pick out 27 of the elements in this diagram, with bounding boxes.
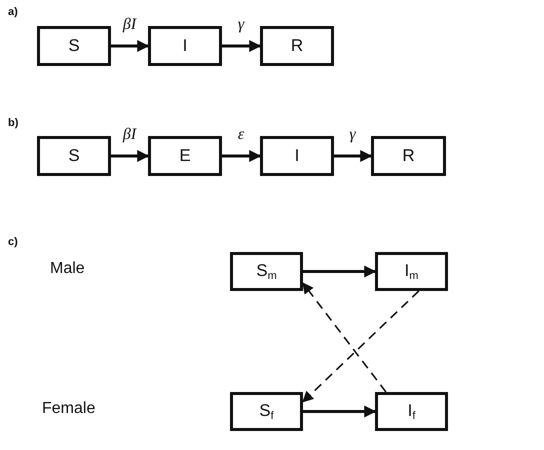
edge-label: βI bbox=[122, 126, 138, 144]
compartment-box: I$_{m}$ bbox=[375, 252, 448, 291]
compartment-box: I bbox=[148, 26, 222, 66]
compartment-box: E bbox=[148, 136, 222, 176]
compartment-box: S$_{f}$ bbox=[230, 392, 303, 431]
compartment-box: S bbox=[37, 26, 111, 66]
row-label: Male bbox=[50, 260, 85, 278]
compartment-box: S$_{m}$ bbox=[230, 252, 303, 291]
arrow bbox=[334, 150, 372, 162]
arrow bbox=[222, 40, 262, 52]
compartment-box: I$_{f}$ bbox=[375, 392, 448, 431]
arrow bbox=[302, 282, 387, 392]
arrow bbox=[303, 406, 376, 418]
compartment-box: R bbox=[371, 136, 446, 176]
arrow bbox=[303, 266, 376, 278]
panel-label: c) bbox=[8, 236, 18, 248]
arrow bbox=[222, 150, 262, 162]
arrow bbox=[302, 290, 420, 403]
arrow bbox=[111, 40, 150, 52]
panel-label: b) bbox=[8, 117, 18, 129]
edge-label: βI bbox=[122, 16, 138, 34]
compartment-box: I bbox=[260, 136, 334, 176]
arrow bbox=[111, 150, 150, 162]
panel-label: a) bbox=[8, 6, 18, 18]
compartment-box: S bbox=[37, 136, 111, 176]
compartment-box: R bbox=[260, 26, 334, 66]
row-label: Female bbox=[42, 400, 96, 418]
